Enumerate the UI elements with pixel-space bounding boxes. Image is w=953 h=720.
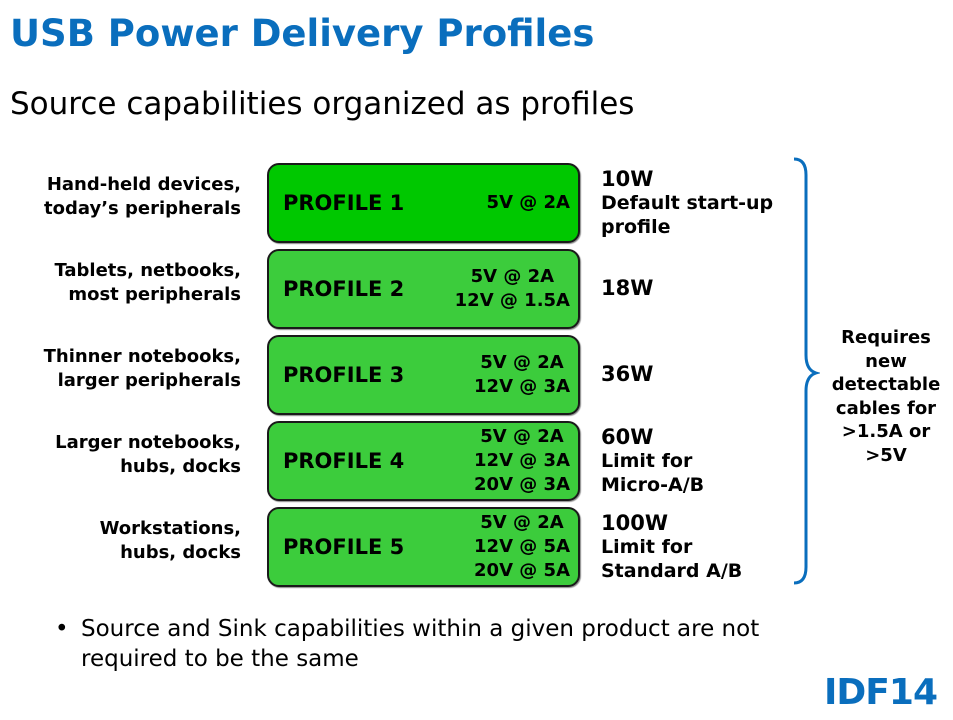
profile-name: PROFILE 3 <box>283 363 405 387</box>
use-line: hubs, docks <box>120 456 241 477</box>
idf14-logo: IDF14 <box>824 672 938 713</box>
slide-title: USB Power Delivery Profiles <box>10 12 595 55</box>
use-line: today’s peripherals <box>44 198 241 219</box>
watts: 18W <box>601 276 654 300</box>
profile-box: PROFILE 5 5V @ 2A 12V @ 5A 20V @ 5A <box>267 507 580 587</box>
profile-voltages: 5V @ 2A 12V @ 1.5A <box>455 251 570 327</box>
profile-voltages: 5V @ 2A <box>487 165 570 241</box>
profile-use-case: Thinner notebooks, larger peripherals <box>1 345 241 393</box>
profile-name: PROFILE 1 <box>283 191 405 215</box>
brace-line: Requires <box>841 327 931 348</box>
voltage-line: 5V @ 2A <box>480 512 564 533</box>
profile-box: PROFILE 2 5V @ 2A 12V @ 1.5A <box>267 249 580 329</box>
brace-line: >5V <box>865 444 907 466</box>
watts: 10W <box>601 167 654 191</box>
use-line: Hand-held devices, <box>46 174 241 195</box>
use-line: larger peripherals <box>57 370 241 391</box>
profile-name: PROFILE 4 <box>283 449 405 473</box>
use-line: most peripherals <box>68 284 241 305</box>
slide-subtitle: Source capabilities organized as profile… <box>10 86 635 122</box>
profile-voltages: 5V @ 2A 12V @ 3A 20V @ 3A <box>474 423 570 499</box>
profile-box: PROFILE 4 5V @ 2A 12V @ 3A 20V @ 3A <box>267 421 580 501</box>
power-note: Standard A/B <box>601 560 743 582</box>
profile-name: PROFILE 5 <box>283 535 405 559</box>
profile-use-case: Tablets, netbooks, most peripherals <box>1 259 241 307</box>
profile-use-case: Hand-held devices, today’s peripherals <box>1 173 241 221</box>
voltage-line: 5V @ 2A <box>486 192 570 213</box>
profile-name: PROFILE 2 <box>283 277 405 301</box>
power-note: profile <box>601 216 671 238</box>
profile-power: 18W <box>601 276 653 300</box>
use-line: Larger notebooks, <box>55 432 241 453</box>
voltage-line: 5V @ 2A <box>480 426 564 447</box>
brace-icon <box>793 157 820 585</box>
use-line: Tablets, netbooks, <box>54 260 241 281</box>
use-line: Thinner notebooks, <box>43 346 241 367</box>
voltage-line: 12V @ 1.5A <box>454 290 570 311</box>
profile-box: PROFILE 3 5V @ 2A 12V @ 3A <box>267 335 580 415</box>
use-line: hubs, docks <box>120 542 241 563</box>
use-line: Workstations, <box>99 518 241 539</box>
profile-use-case: Larger notebooks, hubs, docks <box>1 431 241 479</box>
voltage-line: 5V @ 2A <box>470 266 555 287</box>
voltage-line: 12V @ 3A <box>474 450 570 471</box>
profile-voltages: 5V @ 2A 12V @ 5A 20V @ 5A <box>474 509 570 585</box>
voltage-line: 20V @ 5A <box>474 560 570 581</box>
power-note: Limit for <box>601 536 693 558</box>
profile-power: 36W <box>601 362 653 386</box>
voltage-line: 5V @ 2A <box>480 352 564 373</box>
watts: 36W <box>601 362 654 386</box>
brace-line: new <box>865 350 907 372</box>
power-note: Limit for <box>601 450 693 472</box>
profile-use-case: Workstations, hubs, docks <box>1 517 241 565</box>
profile-voltages: 5V @ 2A 12V @ 3A <box>474 337 570 413</box>
profile-box: PROFILE 1 5V @ 2A <box>267 163 580 243</box>
power-note: Default start-up <box>601 192 774 214</box>
voltage-line: 12V @ 3A <box>474 376 570 397</box>
brace-line: >1.5A or <box>841 421 931 442</box>
power-note: Micro-A/B <box>601 474 705 496</box>
voltage-line: 20V @ 3A <box>474 474 570 495</box>
watts: 60W <box>601 425 654 449</box>
brace-line: cables for <box>835 397 937 419</box>
voltage-line: 12V @ 5A <box>474 536 570 557</box>
watts: 100W <box>601 511 668 535</box>
bullet-text: Source and Sink capabilities within a gi… <box>81 616 760 672</box>
bullet-icon: • <box>55 616 69 642</box>
brace-line: detectable <box>831 374 941 395</box>
bullet-item: • Source and Sink capabilities within a … <box>55 614 855 674</box>
